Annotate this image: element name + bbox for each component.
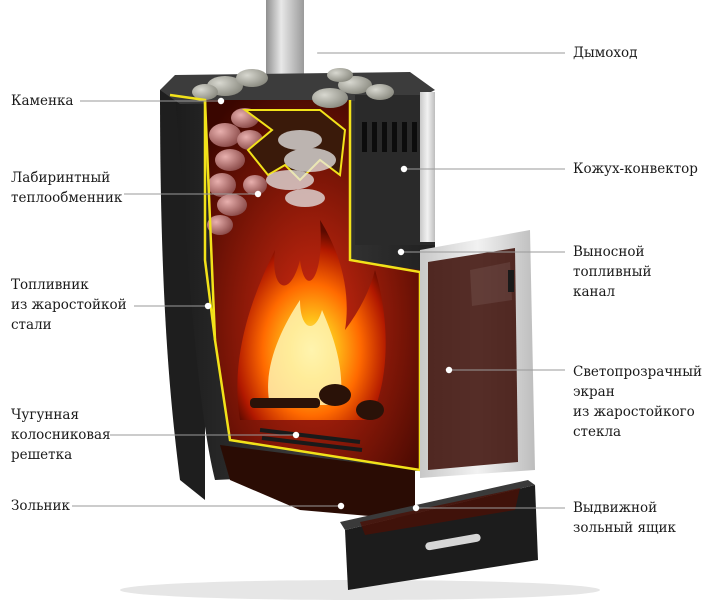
label-ash-pit: Зольник (11, 498, 70, 514)
convector-vents (362, 122, 417, 152)
firewood (250, 384, 384, 420)
label-glass-screen: Светопрозрачный экран из жаростойкого ст… (573, 364, 703, 440)
door-glass-reflection (470, 262, 512, 306)
outline-left-wall (203, 100, 217, 341)
label-heat-exchanger: Лабиринтный теплообменник (11, 170, 123, 206)
leader-lines (72, 52, 565, 509)
convector-steel-edge (420, 92, 435, 242)
label-firebox: Топливник из жаростойкой стали (11, 277, 127, 333)
door-hinge (508, 270, 514, 292)
ash-pit (220, 445, 415, 520)
ash-drawer-inside (360, 488, 520, 535)
ash-drawer-handle (425, 533, 481, 551)
cast-iron-grate (259, 428, 363, 452)
door-glass (428, 248, 518, 470)
smoke (266, 130, 336, 207)
floor-shadow (120, 580, 600, 600)
callout-dots (204, 49, 453, 512)
label-fuel-channel: Выносной топливный канал (573, 244, 652, 300)
label-grate: Чугунная колосниковая решетка (11, 407, 111, 463)
label-ash-drawer: Выдвижной зольный ящик (573, 500, 676, 536)
fire-core (268, 300, 342, 405)
stones-top (192, 68, 394, 108)
label-kamenka: Каменка (11, 93, 74, 109)
label-chimney: Дымоход (573, 45, 638, 61)
label-convector: Кожух-конвектор (573, 161, 698, 177)
